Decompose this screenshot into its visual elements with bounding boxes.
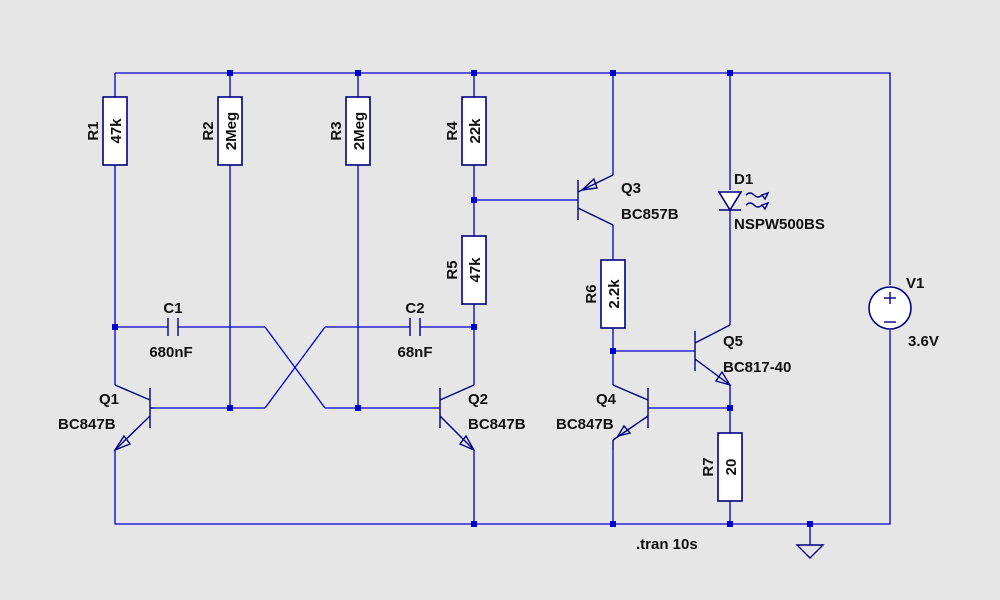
transistor-model-q3: BC857B [621, 206, 679, 223]
transistor-q3[interactable]: Q3 BC857B [577, 174, 679, 226]
led-model-d1: NSPW500BS [734, 216, 825, 233]
led-triangle [717, 191, 743, 212]
transistor-emitter-arrow [458, 434, 476, 452]
junction-dot [355, 405, 361, 411]
transistor-collector [577, 207, 614, 226]
resistor-r4[interactable]: R4 22k [444, 96, 487, 166]
spice-directive[interactable]: .tran 10s [636, 536, 698, 553]
resistor-ref-r4: R4 [444, 121, 461, 141]
ground-triangle [795, 544, 825, 559]
resistor-body [102, 96, 128, 166]
junction-dot [727, 70, 733, 76]
transistor-model-q4: BC847B [556, 416, 614, 433]
junction-dot [112, 324, 118, 330]
transistor-ref-q5: Q5 [723, 333, 743, 350]
resistor-ref-r6: R6 [583, 284, 600, 303]
transistor-emitter [439, 415, 475, 451]
transistor-model-q1: BC847B [58, 416, 116, 433]
resistor-ref-r3: R3 [328, 121, 345, 140]
led-ref-d1: D1 [734, 171, 753, 188]
resistor-value-r1: 47k [108, 118, 125, 144]
junction-dot [471, 197, 477, 203]
resistor-value-r7: 20 [723, 459, 740, 476]
source-value-v1: 3.6V [908, 333, 939, 350]
transistor-model-q2: BC847B [468, 416, 526, 433]
transistor-q2[interactable]: Q2 BC847B [439, 384, 526, 452]
junction-dot [727, 521, 733, 527]
junction-dot [807, 521, 813, 527]
capacitor-value-c1: 680nF [149, 344, 192, 361]
transistor-collector [114, 384, 151, 401]
resistor-body [461, 235, 487, 305]
transistor-ref-q3: Q3 [621, 180, 641, 197]
led-emission-arrow [745, 192, 763, 198]
junction-dot [355, 70, 361, 76]
transistor-ref-q4: Q4 [596, 391, 617, 408]
transistor-collector [694, 324, 731, 344]
resistor-r3[interactable]: R3 2Meg [328, 96, 371, 166]
capacitor-value-c2: 68nF [397, 344, 432, 361]
resistor-body [345, 96, 371, 166]
led-d1[interactable]: D1 NSPW500BS [717, 171, 825, 233]
wire-cross-2 [264, 326, 326, 409]
transistor-q5[interactable]: Q5 BC817-40 [694, 324, 791, 387]
resistor-value-r3: 2Meg [351, 112, 368, 150]
capacitor-ref-c1: C1 [163, 300, 182, 317]
resistor-r6[interactable]: R6 2.2k [583, 259, 626, 329]
junction-dot [227, 405, 233, 411]
resistor-ref-r5: R5 [444, 260, 461, 279]
led-emission-arrow [745, 202, 763, 208]
transistor-emitter-arrow [113, 434, 132, 452]
wire-bottom-rail [114, 330, 891, 525]
transistor-collector [612, 384, 649, 401]
transistor-collector [439, 384, 475, 401]
wires [114, 72, 891, 545]
transistor-emitter-arrow [616, 424, 632, 438]
junction-dot [610, 521, 616, 527]
source-ref-v1: V1 [906, 275, 924, 292]
resistor-value-r6: 2.2k [606, 279, 623, 309]
capacitor-c2[interactable]: C2 68nF [397, 300, 432, 361]
capacitor-c1[interactable]: C1 680nF [149, 300, 192, 361]
junction-dot [227, 70, 233, 76]
junction-dot [471, 324, 477, 330]
ground-icon [795, 544, 825, 559]
resistor-ref-r1: R1 [85, 121, 102, 140]
transistor-emitter-arrow [714, 370, 732, 387]
transistor-ref-q2: Q2 [468, 391, 488, 408]
resistor-ref-r7: R7 [700, 457, 717, 476]
resistor-ref-r2: R2 [200, 121, 217, 140]
resistor-r5[interactable]: R5 47k [444, 235, 487, 305]
wire-top-rail [115, 72, 891, 285]
junction-dot [471, 70, 477, 76]
transistor-q1[interactable]: Q1 BC847B [58, 384, 155, 452]
resistor-body [461, 96, 487, 166]
resistor-value-r4: 22k [467, 118, 484, 144]
resistor-value-r5: 47k [467, 257, 484, 283]
voltage-source-v1[interactable]: V1 3.6V [868, 275, 939, 350]
resistor-r7[interactable]: R7 20 [700, 432, 743, 502]
resistor-r1[interactable]: R1 47k [85, 96, 128, 166]
resistor-r2[interactable]: R2 2Meg [200, 96, 243, 166]
junctions [112, 70, 813, 527]
transistor-q4[interactable]: Q4 BC847B [556, 384, 649, 450]
transistor-emitter [694, 358, 731, 386]
junction-dot [471, 521, 477, 527]
led-arrow-head [760, 201, 770, 211]
junction-dot [727, 405, 733, 411]
capacitor-ref-c2: C2 [405, 300, 424, 317]
transistor-emitter-arrow [579, 177, 598, 191]
source-circle [868, 286, 912, 330]
resistor-body [600, 259, 626, 329]
resistor-value-r2: 2Meg [223, 112, 240, 150]
junction-dot [610, 348, 616, 354]
resistor-body [717, 432, 743, 502]
resistor-body [217, 96, 243, 166]
junction-dot [610, 70, 616, 76]
transistor-emitter [114, 415, 151, 451]
led-arrow-head [760, 191, 770, 201]
transistor-model-q5: BC817-40 [723, 359, 791, 376]
transistor-ref-q1: Q1 [99, 391, 119, 408]
